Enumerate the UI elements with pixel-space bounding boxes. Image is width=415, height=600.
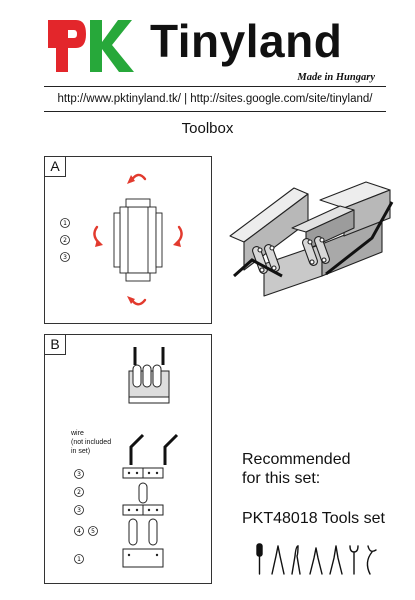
step-number: 5 — [91, 528, 95, 535]
wire-parts — [129, 433, 179, 465]
website-links[interactable]: http://www.pktinyland.tk/ | http://sites… — [44, 86, 386, 112]
recommendation-line: for this set: — [242, 470, 321, 487]
assembly-diagram: wire (not included in set) 3 2 3 — [70, 347, 179, 568]
pliers-icon — [271, 545, 285, 575]
brand-tagline: Made in Hungary — [297, 72, 375, 83]
fold-diagram: 1 2 3 — [60, 173, 183, 306]
cutter-icon — [291, 545, 301, 575]
box-net — [113, 198, 163, 282]
recommendation-line: Recommended — [242, 451, 351, 468]
wire-note: in set) — [71, 448, 90, 455]
step-panel-b: B wire (not included in set) 3 — [44, 334, 212, 584]
pliers-icon — [309, 547, 323, 575]
recommended-product: PKT48018 Tools set — [242, 510, 385, 527]
panel-label: B — [44, 334, 66, 355]
tools-illustration — [256, 543, 377, 575]
rivet-holes — [127, 471, 159, 557]
screwdriver-icon — [256, 543, 263, 575]
step-number: 3 — [77, 471, 81, 478]
step-number: 3 — [77, 507, 81, 514]
step-number: 3 — [63, 254, 67, 261]
hinge-parts — [122, 467, 164, 568]
step-marker: 3 — [60, 252, 70, 262]
step-marker: 5 — [88, 526, 98, 536]
wrench-icon — [349, 545, 359, 575]
panel-label: A — [44, 156, 66, 177]
pk-logo-mark — [48, 20, 134, 72]
step-marker: 4 — [74, 526, 84, 536]
hinge-assembly — [128, 347, 170, 404]
step-number: 1 — [63, 220, 67, 227]
step-marker: 3 — [74, 469, 84, 479]
wrench-icon — [366, 545, 377, 575]
step-number: 2 — [63, 237, 67, 244]
brand-name: Tinyland — [150, 15, 343, 67]
step-number: 4 — [77, 528, 81, 535]
pliers-icon — [329, 545, 343, 575]
step-marker: 3 — [74, 505, 84, 515]
recommendation-text: Recommended for this set: — [242, 450, 351, 488]
step-marker: 1 — [74, 554, 84, 564]
step-marker: 2 — [74, 487, 84, 497]
step-marker: 1 — [60, 218, 70, 228]
fold-arrowhead-icon — [95, 175, 181, 304]
step-number: 1 — [77, 556, 81, 563]
wire-note: (not included — [71, 439, 111, 446]
toolbox-illustration — [229, 181, 394, 297]
wire-note: wire — [70, 430, 84, 437]
step-marker: 2 — [60, 235, 70, 245]
step-panel-a: A 1 2 3 — [44, 156, 212, 324]
step-number: 2 — [77, 489, 81, 496]
page-title: Toolbox — [181, 120, 234, 137]
